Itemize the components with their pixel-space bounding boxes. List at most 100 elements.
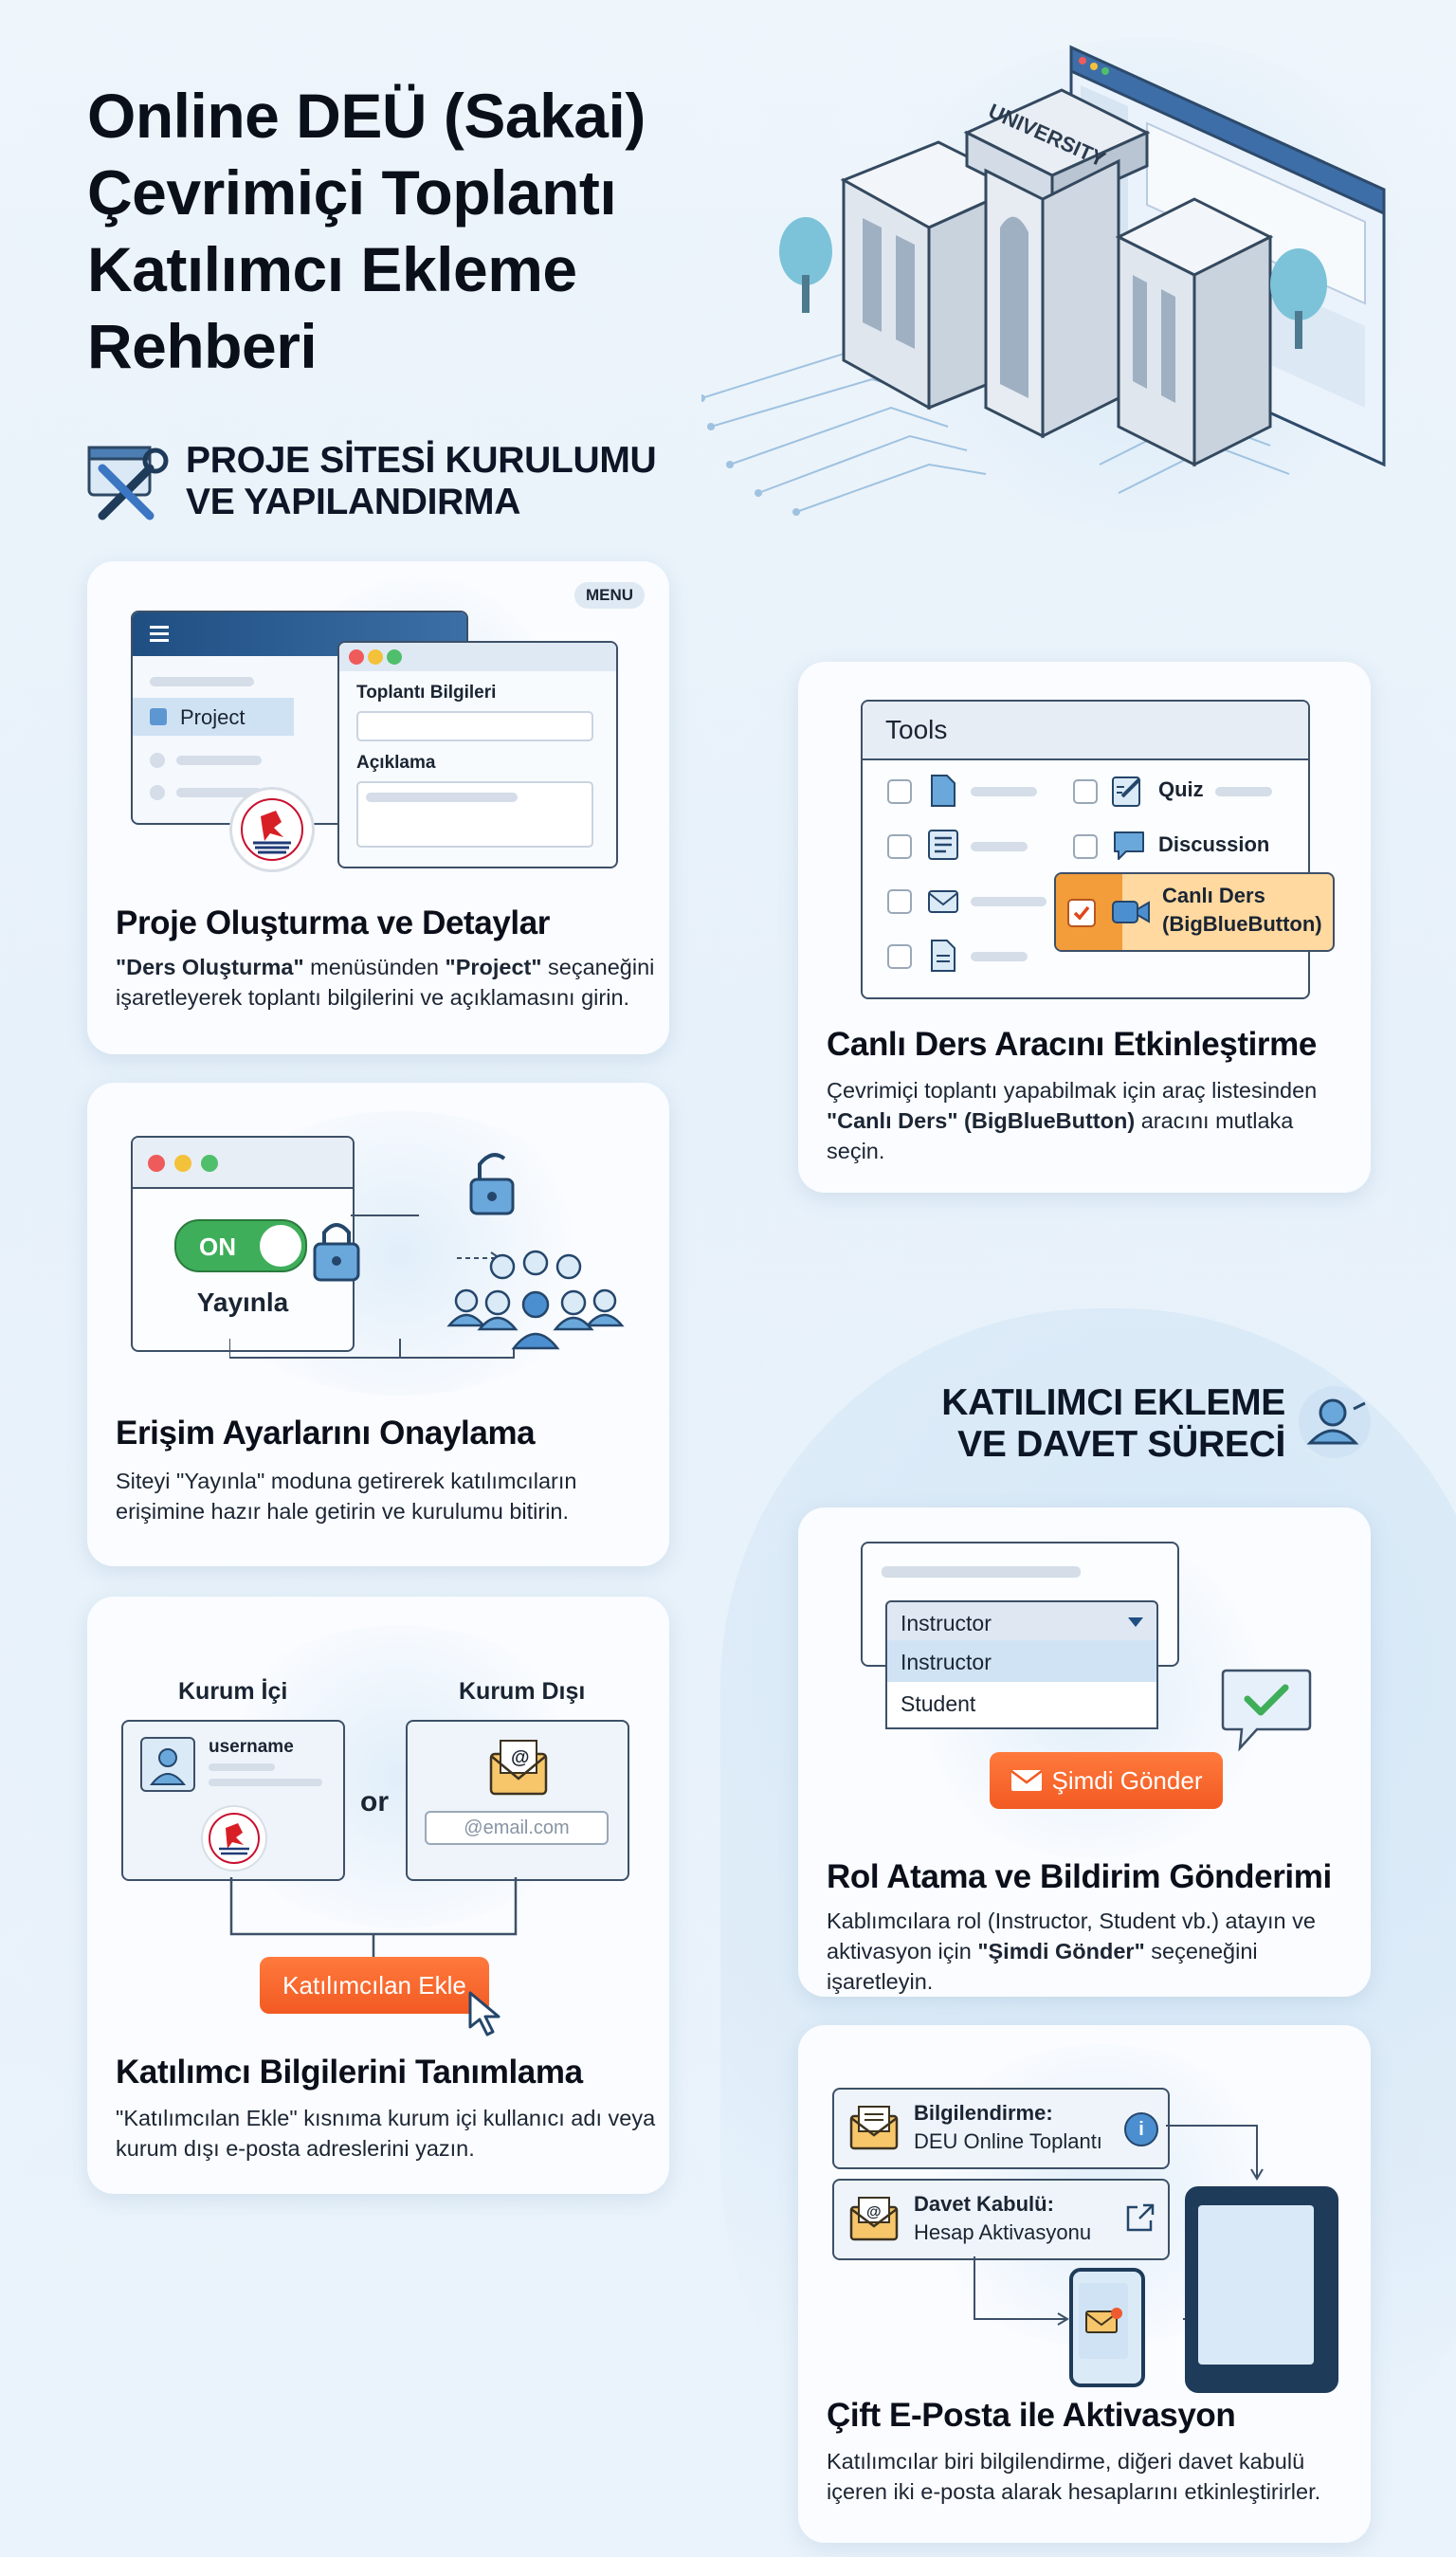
send-now-button[interactable]: Şimdi Gönder [990,1752,1223,1809]
tool-checkbox[interactable] [887,779,912,804]
invite-email-title: Davet Kabulü: [914,2192,1054,2216]
internal-user-box: username [121,1720,345,1881]
info-email-subject: DEU Online Toplantı [914,2129,1102,2153]
video-camera-icon [1111,897,1151,927]
university-logo [201,1805,267,1872]
card-access-settings: ON Yayınla [87,1083,669,1566]
card-title: Katılımcı Bilgilerini Tanımlama [116,2054,583,2091]
description-text: Çevrimiçi toplantı yapabilmak için araç … [827,1078,1318,1103]
invite-email-subject: Hesap Aktivasyonu [914,2220,1092,2244]
email-input[interactable]: @email.com [425,1811,609,1845]
card-description: Siteyi "Yayınla" moduna getirerek katılı… [116,1469,577,1524]
role-option-student[interactable]: Student [901,1691,976,1716]
live-lesson-option[interactable]: Canlı Ders (BigBlueButton) [1054,872,1335,952]
menu-badge: MENU [574,582,646,609]
card-title: Canlı Ders Aracını Etkinleştirme [827,1026,1317,1063]
chevron-down-icon [1128,1617,1143,1627]
card-description: Kablımcılara rol (Instructor, Student vb… [827,1906,1357,1997]
participants-group-icon [446,1246,626,1360]
publish-window: ON Yayınla [131,1136,355,1352]
section-heading-participants: KATILIMCI EKLEME VE DAVET SÜRECİ [941,1382,1285,1465]
university-logo [229,787,315,872]
card-project-create: MENU Project Toplantı Bilgileri Açıklama [87,561,669,1054]
tools-header: Tools [885,715,948,744]
card-role-assignment: Instructor Instructor Student Şimdi Gönd… [798,1507,1371,1997]
info-email-title: Bilgilendirme: [914,2101,1053,2125]
quiz-checkbox[interactable] [1073,779,1098,804]
quiz-label: Quiz [1158,777,1204,801]
live-lesson-sublabel: (BigBlueButton) [1162,912,1322,936]
tool-checkbox[interactable] [887,889,912,914]
description-text: Kablımcılara rol (Instructor, Student vb… [827,1909,1316,1963]
tablet-icon [1185,2186,1338,2393]
add-participants-button[interactable]: Katılımcılan Ekle [260,1957,489,2014]
hero-illustration: UNIVERSITY [701,19,1441,550]
description-text: menüsünden [303,955,446,979]
user-add-icon [1297,1384,1373,1460]
envelope-icon [1010,1769,1043,1792]
mail-icon: @ [485,1735,552,1798]
live-lesson-checkbox[interactable] [1067,899,1096,927]
tools-window: Tools Quiz Discussion [861,700,1310,999]
card-title: Rol Atama ve Bildirim Gönderimi [827,1858,1332,1895]
tools-icon [83,440,171,527]
card-participant-info: Kurum İçi Kurum Dışı username or @ @emai… [87,1597,669,2194]
card-title: Erişim Ayarlarını Onaylama [116,1415,536,1452]
emphasis-text: "Şimdi Gönder" [977,1939,1145,1963]
role-dropdown: Instructor Student [885,1640,1158,1729]
cursor-icon [466,1991,504,2036]
description-text: aracını mutlaka seçin. [827,1108,1294,1163]
external-link-icon [1124,2201,1156,2234]
list-icon [927,829,959,861]
at-envelope-icon: @ [847,2194,901,2243]
card-title: Proje Oluşturma ve Detaylar [116,904,551,941]
emphasis-text: "Project" [445,955,542,979]
chat-bubble-icon [1111,829,1147,863]
file-icon [929,939,957,973]
info-icon: i [1124,2112,1158,2146]
user-avatar-icon [140,1737,195,1792]
phone-icon [1069,2268,1145,2387]
invite-email-card: @ Davet Kabulü: Hesap Aktivasyonu [832,2179,1170,2260]
quiz-icon [1111,774,1145,808]
form-title-label: Toplantı Bilgileri [356,683,497,703]
checkmark-bubble-icon [1219,1665,1314,1756]
page-title: Online DEÜ (Sakai) Çevrimiçi Toplantı Ka… [87,81,646,381]
discussion-checkbox[interactable] [1073,834,1098,859]
meeting-description-input[interactable] [356,781,593,848]
card-description: Çevrimiçi toplantı yapabilmak için araç … [827,1075,1338,1166]
card-description: "Katılımcılan Ekle" kısnıma kurum içi ku… [116,2106,656,2161]
role-select[interactable]: Instructor [885,1600,1158,1646]
publish-label: Yayınla [196,1288,289,1317]
emphasis-text: "Canlı Ders" (BigBlueButton) [827,1108,1136,1133]
discussion-label: Discussion [1158,832,1270,856]
role-option-instructor[interactable]: Instructor [887,1640,1156,1682]
card-description: Katılımcılar biri bilgilendirme, diğeri … [827,2449,1321,2504]
description-text: seçaneğini işaretleyerek toplantı bilgil… [116,955,655,1010]
external-label: Kurum Dışı [459,1678,586,1705]
envelope-icon [847,2103,901,2152]
username-label: username [209,1737,294,1757]
card-email-activation: Bilgilendirme: DEU Online Toplantı i @ D… [798,2025,1371,2543]
svg-text:@: @ [511,1747,530,1768]
form-desc-label: Açıklama [356,753,436,773]
hamburger-icon[interactable] [150,626,169,642]
info-email-card: Bilgilendirme: DEU Online Toplantı i [832,2088,1170,2169]
live-lesson-label: Canlı Ders [1162,884,1265,907]
document-icon [929,774,957,808]
external-user-box: @ @email.com [406,1720,629,1881]
meeting-title-input[interactable] [356,711,593,741]
emphasis-text: "Ders Oluşturma" [116,955,304,979]
tool-checkbox[interactable] [887,944,912,969]
publish-toggle[interactable]: ON [174,1219,307,1272]
tool-checkbox[interactable] [887,834,912,859]
access-flow-illustration [229,1130,628,1377]
description-text: seçeneğini işaretleyin. [827,1939,1258,1994]
svg-text:@: @ [866,2204,882,2220]
internal-label: Kurum İçi [178,1678,288,1705]
or-label: or [360,1786,389,1817]
card-live-lesson-tool: Tools Quiz Discussion Canlı Ders (BigBlu… [798,662,1371,1193]
menu-item-project[interactable]: Project [133,698,294,736]
section-heading-setup: PROJE SİTESİ KURULUMU VE YAPILANDIRMA [186,440,657,522]
card-title: Çift E-Posta ile Aktivasyon [827,2397,1236,2434]
